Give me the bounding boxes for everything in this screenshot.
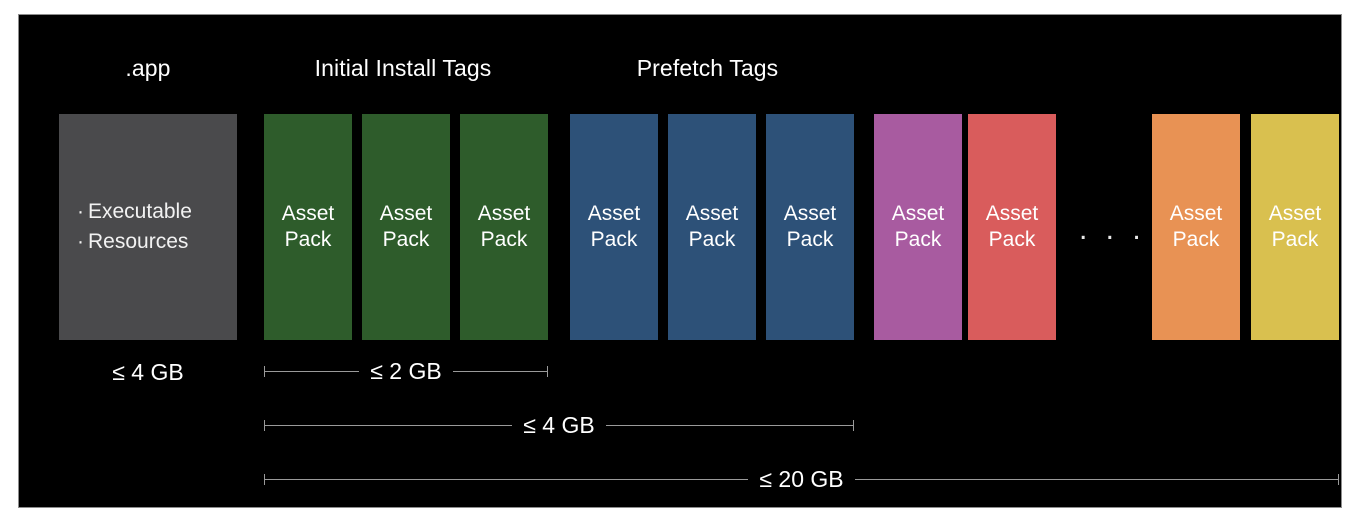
asset-pack-label: Asset Pack [784, 201, 837, 254]
group-title-prefetch-tags: Prefetch Tags [636, 55, 779, 81]
app-box: ·Executable ·Resources [59, 114, 237, 340]
asset-pack-line2: Pack [480, 228, 528, 251]
asset-pack-line1: Asset [891, 201, 945, 225]
asset-pack-blue-1: Asset Pack [570, 114, 658, 340]
app-contents-list: ·Executable ·Resources [59, 197, 192, 257]
asset-pack-blue-3: Asset Pack [766, 114, 854, 340]
list-item-label: Executable [88, 200, 192, 224]
asset-pack-line2: Pack [1271, 228, 1319, 251]
asset-pack-line2: Pack [1172, 228, 1220, 251]
bullet-dot-icon: · [77, 230, 84, 253]
list-item-label: Resources [88, 230, 189, 253]
asset-pack-label: Asset Pack [892, 201, 945, 254]
measurement-total-size: ≤ 20 GB [264, 465, 1340, 492]
asset-pack-line2: Pack [590, 228, 638, 251]
measure-line-left [264, 419, 513, 431]
group-title-app: .app [125, 55, 171, 81]
slide-canvas: .app Initial Install Tags Prefetch Tags … [18, 14, 1342, 508]
measurement-initial-install-size: ≤ 2 GB [264, 357, 549, 384]
asset-pack-label: Asset Pack [588, 201, 641, 254]
measure-line-left [264, 365, 360, 377]
asset-pack-label: Asset Pack [686, 201, 739, 254]
asset-pack-green-1: Asset Pack [264, 114, 352, 340]
asset-pack-line1: Asset [685, 201, 739, 225]
asset-pack-line1: Asset [379, 201, 433, 225]
asset-pack-line1: Asset [1169, 201, 1223, 225]
asset-pack-red-1: Asset Pack [968, 114, 1056, 340]
group-title-initial-install-tags: Initial Install Tags [314, 55, 492, 81]
asset-pack-label: Asset Pack [1170, 201, 1223, 254]
ellipsis-indicator: . . . [1079, 213, 1146, 246]
asset-pack-orange-1: Asset Pack [1152, 114, 1240, 340]
measurement-app-size: ≤ 4 GB [112, 359, 184, 385]
measure-line-right [605, 419, 855, 431]
asset-pack-line1: Asset [477, 201, 531, 225]
asset-pack-line1: Asset [985, 201, 1039, 225]
asset-pack-line2: Pack [284, 228, 332, 251]
asset-pack-line2: Pack [382, 228, 430, 251]
measurement-label: ≤ 20 GB [759, 465, 844, 492]
asset-pack-line1: Asset [1268, 201, 1322, 225]
asset-pack-line2: Pack [688, 228, 736, 251]
asset-pack-line2: Pack [988, 228, 1036, 251]
bullet-dot-icon: · [77, 200, 84, 224]
asset-pack-label: Asset Pack [1269, 201, 1322, 254]
asset-pack-label: Asset Pack [478, 201, 531, 254]
measurement-label: ≤ 2 GB [370, 357, 442, 384]
asset-pack-label: Asset Pack [986, 201, 1039, 254]
asset-pack-purple-1: Asset Pack [874, 114, 962, 340]
measure-line-left [264, 473, 749, 485]
asset-pack-line1: Asset [281, 201, 335, 225]
list-item: ·Executable [77, 197, 192, 227]
asset-pack-blue-2: Asset Pack [668, 114, 756, 340]
measure-line-right [452, 365, 549, 377]
measurement-label: ≤ 4 GB [523, 411, 595, 438]
asset-pack-green-3: Asset Pack [460, 114, 548, 340]
asset-pack-label: Asset Pack [282, 201, 335, 254]
measurement-install-plus-prefetch-size: ≤ 4 GB [264, 411, 855, 438]
asset-pack-label: Asset Pack [380, 201, 433, 254]
list-item: ·Resources [77, 227, 192, 257]
asset-pack-line2: Pack [894, 228, 942, 251]
asset-pack-line1: Asset [783, 201, 837, 225]
asset-pack-yellow-1: Asset Pack [1251, 114, 1339, 340]
asset-pack-line1: Asset [587, 201, 641, 225]
asset-pack-line2: Pack [786, 228, 834, 251]
asset-pack-green-2: Asset Pack [362, 114, 450, 340]
measure-line-right [854, 473, 1340, 485]
